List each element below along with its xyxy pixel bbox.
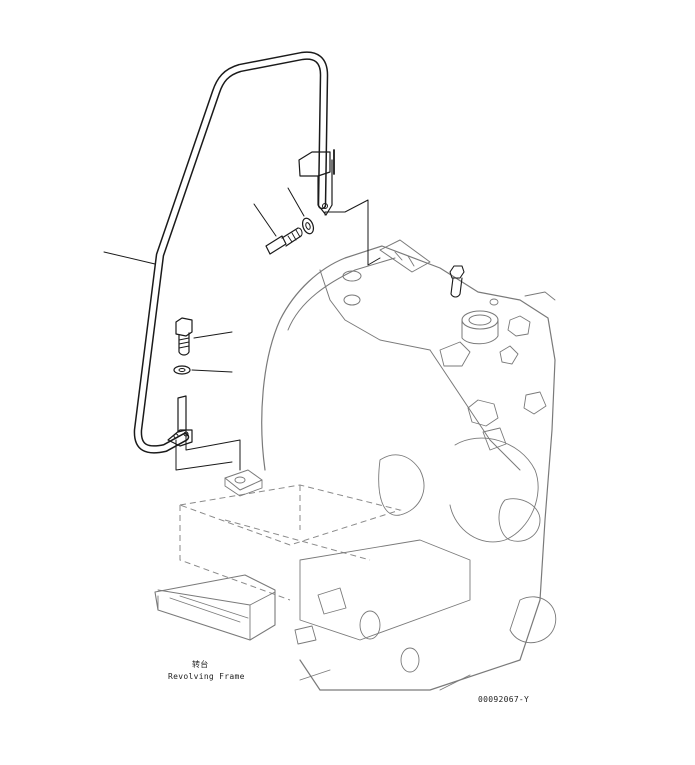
drawing-number: 00092067-Y: [478, 695, 530, 704]
upper-washer: [301, 217, 315, 235]
side-bolt: [449, 265, 465, 298]
assembly-lines: [175, 199, 381, 471]
lower-bolt: [175, 317, 193, 356]
upper-bolt: [265, 227, 303, 255]
callout-leaders: [103, 187, 305, 373]
lower-washer: [173, 365, 191, 375]
lower-bracket: [167, 395, 193, 447]
revolving-frame: [154, 239, 557, 691]
handrail: [133, 51, 329, 454]
revolving-frame-label-cn: 转台: [192, 660, 209, 669]
upper-bracket: [298, 149, 335, 216]
revolving-frame-label: Revolving Frame: [168, 672, 245, 681]
